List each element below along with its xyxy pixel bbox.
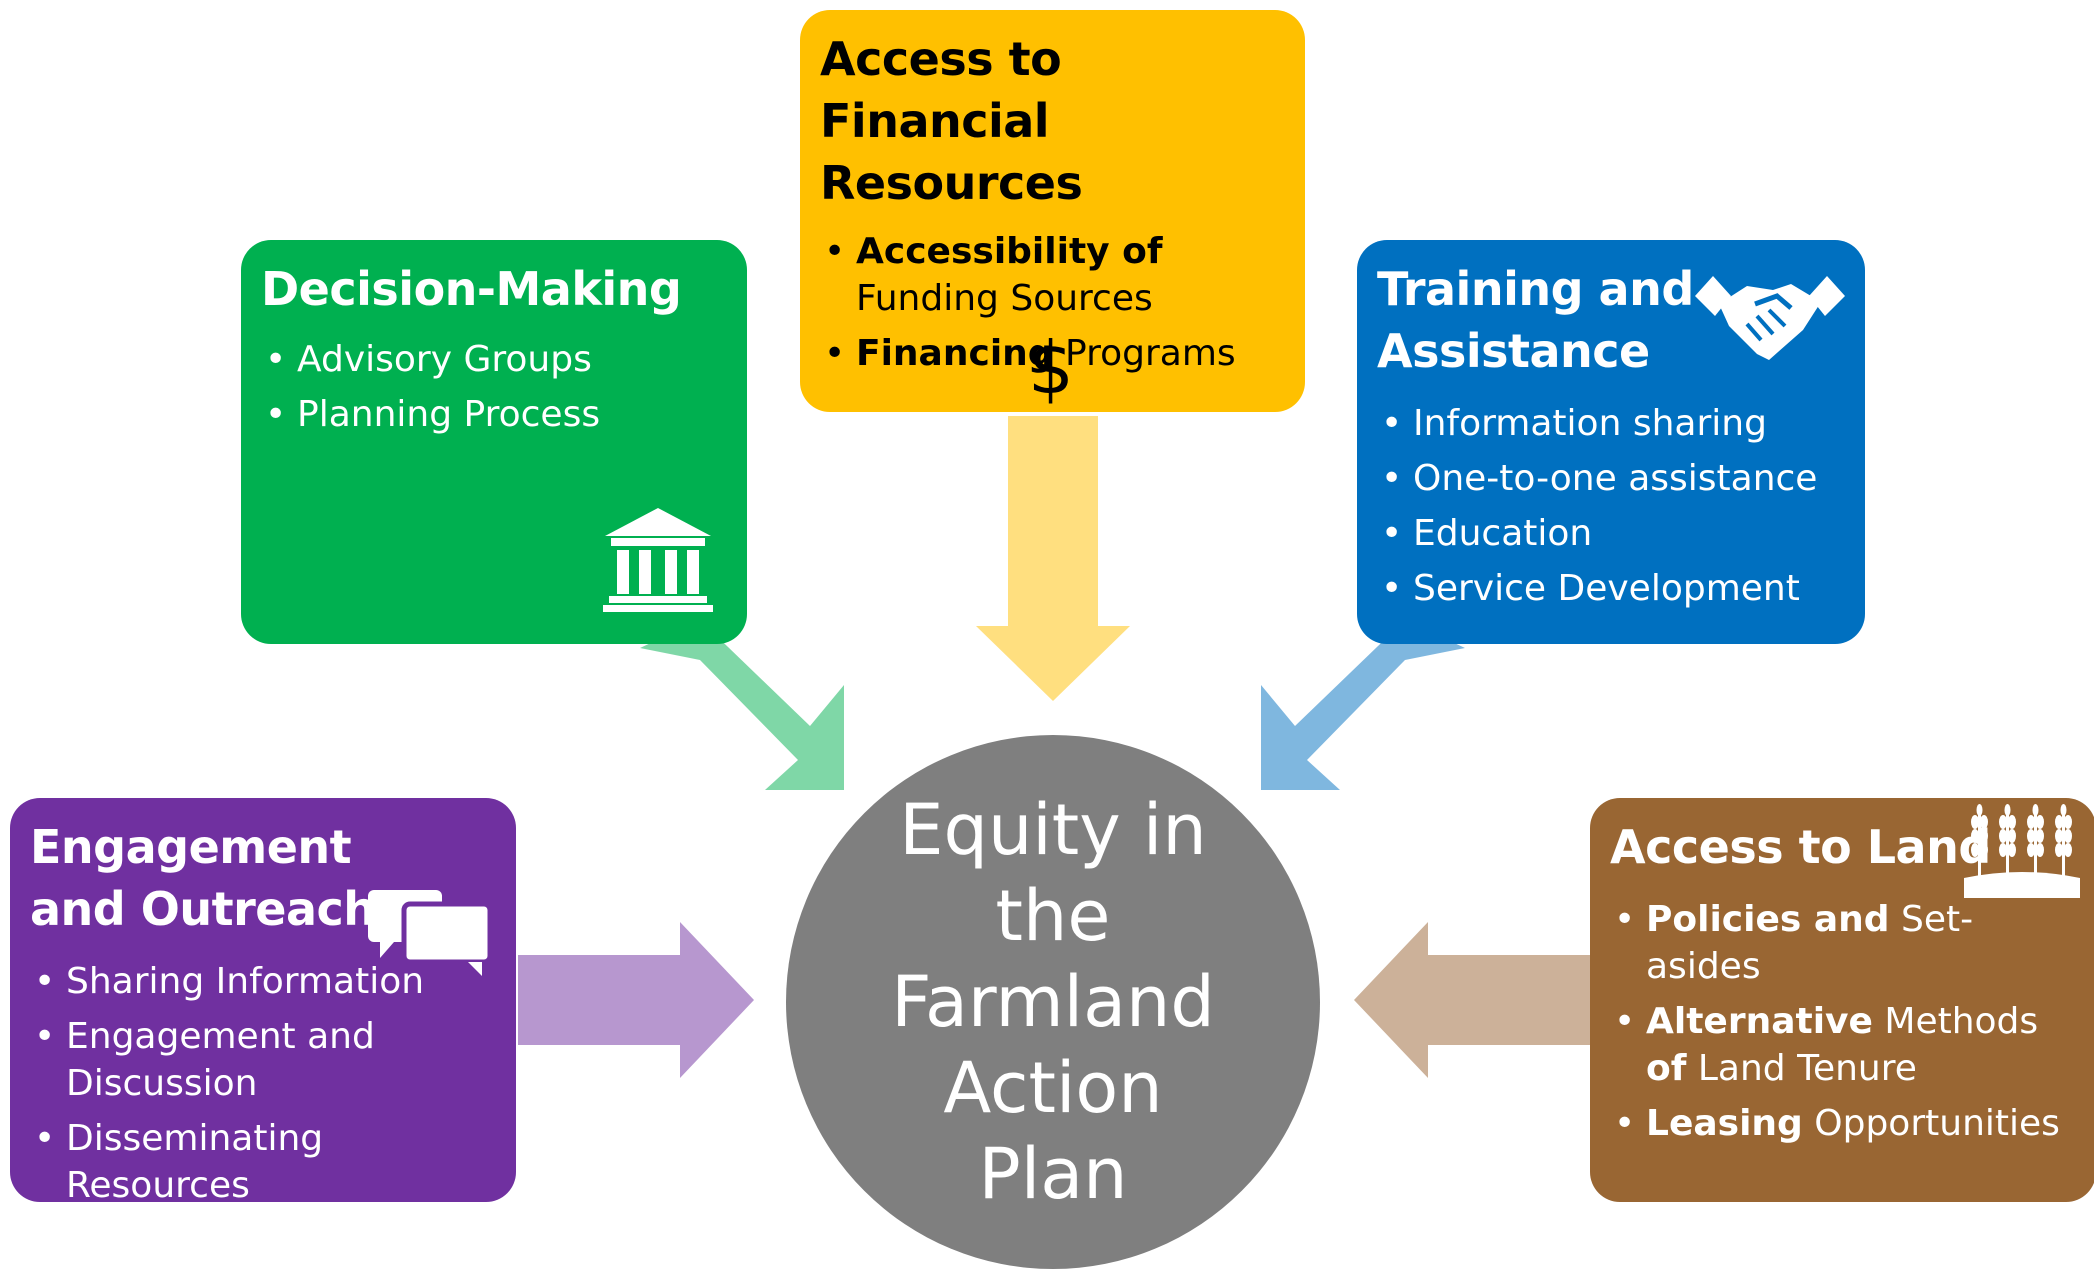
handshake-icon bbox=[1695, 276, 1845, 360]
list-item: Alternative Methods of Land Tenure bbox=[1610, 998, 2076, 1092]
decision-making-title: Decision-Making bbox=[261, 262, 682, 316]
access-to-land-box: Access to Land Policies and Set-asides A… bbox=[1590, 798, 2094, 1202]
arrow-land-to-center bbox=[1354, 922, 1590, 1078]
list-item: Policies and Set-asides bbox=[1610, 896, 2076, 990]
list-item: One-to-one assistance bbox=[1377, 455, 1845, 502]
financial-resources-box: Access to Financial Resources Accessibil… bbox=[800, 10, 1305, 412]
training-assistance-box: Training and Assistance Information shar… bbox=[1357, 240, 1865, 644]
list-item: Service Development bbox=[1377, 565, 1845, 612]
list-item: Financing Programs bbox=[820, 330, 1285, 377]
list-item: Advisory Groups bbox=[261, 336, 727, 383]
engagement-outreach-box: Engagement and Outreach Sharing Informat… bbox=[10, 798, 516, 1206]
financial-resources-list: Accessibility of Funding Sources Financi… bbox=[820, 228, 1285, 377]
dollar-icon: $ bbox=[1028, 326, 1074, 410]
engagement-outreach-list: Sharing Information Engagement and Discu… bbox=[30, 958, 496, 1209]
center-title: Equity in the Farmland Action Plan bbox=[891, 789, 1215, 1215]
list-item: Engagement and Discussion bbox=[30, 1013, 496, 1107]
decision-making-list: Advisory Groups Planning Process bbox=[261, 336, 727, 438]
arrow-financial-to-center bbox=[976, 416, 1130, 701]
financial-resources-title: Access to Financial Resources bbox=[820, 32, 1083, 210]
government-building-icon bbox=[603, 508, 713, 612]
wheat-field-icon bbox=[1964, 804, 2080, 898]
arrow-decision-to-center bbox=[640, 620, 844, 790]
training-assistance-list: Information sharing One-to-one assistanc… bbox=[1377, 400, 1845, 612]
access-to-land-list: Policies and Set-asides Alternative Meth… bbox=[1610, 896, 2076, 1147]
access-to-land-title: Access to Land bbox=[1610, 820, 1991, 874]
center-circle: Equity in the Farmland Action Plan bbox=[786, 735, 1320, 1269]
list-item: Disseminating Resources bbox=[30, 1115, 496, 1209]
list-item: Leasing Opportunities bbox=[1610, 1100, 2076, 1147]
list-item: Information sharing bbox=[1377, 400, 1845, 447]
list-item: Accessibility of Funding Sources bbox=[820, 228, 1285, 322]
arrow-training-to-center bbox=[1261, 620, 1465, 790]
engagement-outreach-title: Engagement and Outreach bbox=[30, 820, 376, 936]
list-item: Sharing Information bbox=[30, 958, 496, 1005]
list-item: Education bbox=[1377, 510, 1845, 557]
list-item: Planning Process bbox=[261, 391, 727, 438]
arrow-engagement-to-center bbox=[518, 922, 754, 1078]
speech-bubbles-icon bbox=[368, 890, 493, 976]
decision-making-box: Decision-Making Advisory Groups Planning… bbox=[241, 240, 747, 644]
training-assistance-title: Training and Assistance bbox=[1377, 262, 1694, 378]
